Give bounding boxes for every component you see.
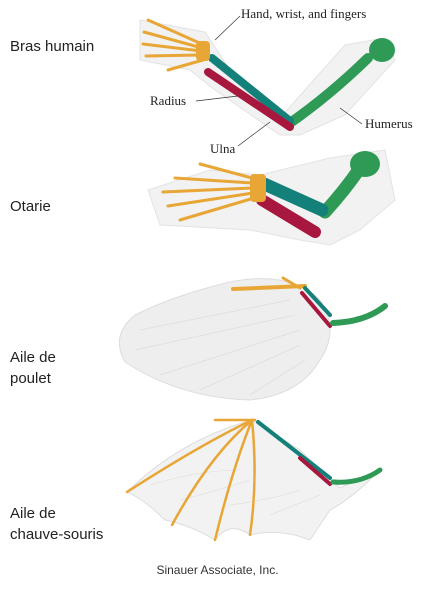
row-label-bat-wing: Aile de chauve-souris — [10, 503, 103, 545]
otarie-flipper-illustration — [148, 150, 395, 245]
row-label-chicken-wing: Aile de poulet — [10, 347, 56, 389]
human-ulna-bone — [208, 72, 290, 127]
annotation-ulna: Ulna — [210, 141, 235, 157]
annotation-humerus: Humerus — [365, 116, 413, 132]
human-arm-illustration — [140, 16, 395, 146]
chicken-wing-illustration — [119, 278, 385, 400]
bat-humerus-bone — [333, 470, 380, 482]
human-humerus-head — [369, 38, 395, 62]
chicken-wing-feathers — [119, 279, 330, 400]
human-wrist-bones — [196, 41, 210, 61]
row-label-human-arm: Bras humain — [10, 36, 94, 57]
row-label-otarie: Otarie — [10, 196, 51, 217]
annotation-radius: Radius — [150, 93, 186, 109]
human-arm-skin-outline — [140, 20, 395, 135]
bat-wing-illustration — [127, 420, 380, 540]
otarie-humerus-head — [350, 151, 380, 177]
image-credit: Sinauer Associate, Inc. — [0, 563, 435, 577]
annotation-hand-wrist-fingers: Hand, wrist, and fingers — [241, 6, 366, 22]
chicken-humerus-bone — [333, 306, 385, 323]
